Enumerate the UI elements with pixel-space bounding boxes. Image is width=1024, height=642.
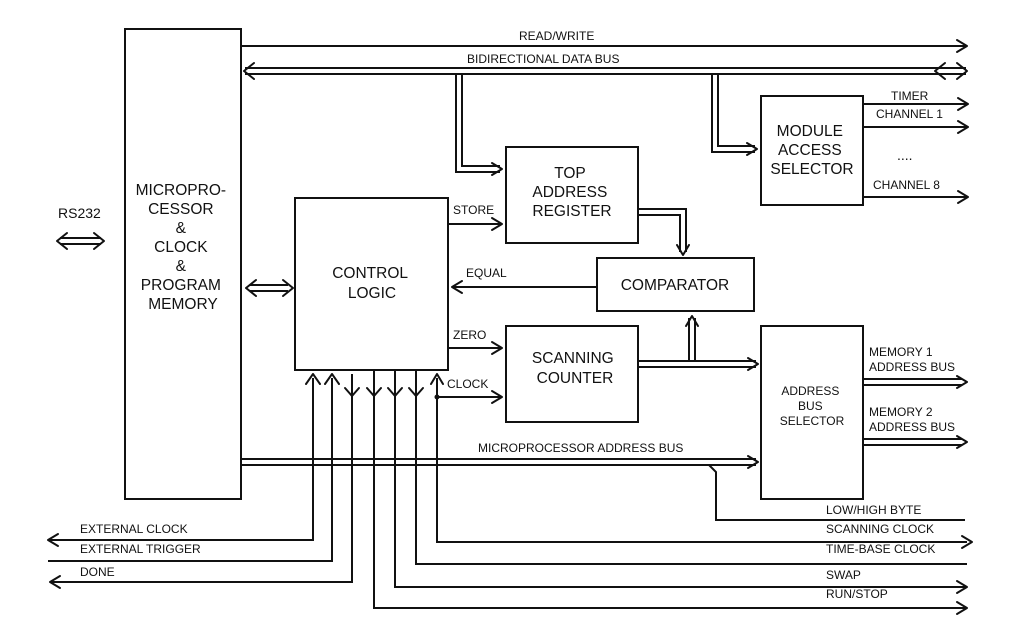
microprocessor-line-4: CLOCK: [154, 239, 208, 256]
zero-line: [448, 341, 503, 355]
memory-2-label-line-1: MEMORY 2: [869, 405, 933, 419]
svg-text:CONTROL LOGIC: CONTROL LOGIC: [332, 265, 412, 302]
tar-line-1: TOP: [554, 165, 585, 182]
external-trigger-label: EXTERNAL TRIGGER: [80, 542, 201, 556]
low-high-byte-line: [708, 464, 965, 521]
module-access-selector-block: MODULE ACCESS SELECTOR: [760, 95, 864, 206]
run-stop-label: RUN/STOP: [826, 587, 888, 601]
rs232-label: RS232: [58, 205, 101, 221]
mas-line-1: MODULE: [777, 123, 843, 140]
channel-ellipsis: ....: [897, 147, 913, 163]
external-clock-line: [47, 373, 321, 547]
memory-1-bus: [863, 375, 968, 389]
comparator-label: COMPARATOR: [621, 277, 730, 294]
scanning-counter-line-1: SCANNING: [532, 350, 614, 367]
external-trigger-line: [48, 373, 340, 562]
microprocessor-line-6: PROGRAM: [141, 277, 221, 294]
comparator-block: COMPARATOR: [596, 257, 755, 312]
read-write-label: READ/WRITE: [519, 29, 594, 43]
timer-label: TIMER: [891, 89, 929, 103]
clock-label: CLOCK: [447, 377, 488, 391]
external-clock-label: EXTERNAL CLOCK: [80, 522, 188, 536]
store-label: STORE: [453, 203, 494, 217]
microprocessor-line-1: MICROPRO-: [136, 182, 226, 199]
channel-8-label: CHANNEL 8: [873, 178, 940, 192]
time-base-clock-label: TIME-BASE CLOCK: [826, 542, 935, 556]
tar-line-3: REGISTER: [532, 203, 611, 220]
microprocessor-line-2: CESSOR: [148, 201, 213, 218]
top-address-register-block: TOP ADDRESS REGISTER: [505, 146, 639, 244]
memory-1-label-line-2: ADDRESS BUS: [869, 360, 955, 374]
control-logic-block: CONTROL LOGIC: [294, 197, 449, 371]
read-write-line: [241, 39, 968, 53]
equal-label: EQUAL: [466, 266, 507, 280]
scanning-counter-line-2: COUNTER: [537, 370, 614, 387]
microprocessor-address-bus-label: MICROPROCESSOR ADDRESS BUS: [478, 441, 683, 455]
channel-1-line: [863, 120, 969, 134]
svg-text:ADDRESS BUS SELECT: ADDRESS BUS SELECTOR: [780, 384, 845, 428]
scanning-clock-label: SCANNING CLOCK: [826, 522, 934, 536]
control-logic-line-1: CONTROL: [332, 265, 408, 282]
abs-line-1: ADDRESS: [781, 384, 839, 398]
swap-line: [387, 370, 968, 594]
svg-text:SCANNING COUNTER: SCANNING COUNTER: [532, 350, 618, 387]
bidirectional-data-bus-label: BIDIRECTIONAL DATA BUS: [467, 52, 619, 66]
zero-label: ZERO: [453, 328, 486, 342]
mas-line-3: SELECTOR: [770, 161, 853, 178]
microprocessor-line-3: &: [176, 220, 187, 237]
swap-label: SWAP: [826, 568, 861, 582]
counter-output-bus: [638, 315, 759, 371]
rs232-arrow: [56, 232, 105, 250]
svg-text:MICROPRO- CESSOR &: MICROPRO- CESSOR & CLOCK & PROGRAM MEMOR…: [136, 182, 231, 313]
channel-1-label: CHANNEL 1: [876, 107, 943, 121]
bidirectional-data-bus: [243, 62, 968, 176]
address-bus-selector-block: ADDRESS BUS SELECTOR: [760, 325, 864, 500]
memory-2-bus: [863, 435, 968, 449]
microprocessor-line-7: MEMORY: [148, 296, 217, 313]
tar-comparator-bus: [638, 208, 690, 256]
equal-line: [451, 280, 597, 294]
memory-1-label-line-1: MEMORY 1: [869, 345, 933, 359]
done-label: DONE: [80, 565, 115, 579]
mas-line-2: ACCESS: [778, 142, 842, 159]
control-logic-line-2: LOGIC: [348, 285, 396, 302]
channel-8-line: [863, 190, 969, 204]
scanning-clock-line: [430, 373, 973, 549]
done-line: [49, 374, 360, 589]
store-line: [448, 217, 503, 231]
mp-control-link: [245, 279, 294, 297]
scanning-counter-block: SCANNING COUNTER: [505, 325, 639, 423]
run-stop-line: [366, 370, 968, 615]
microprocessor-address-bus: [241, 455, 759, 469]
timer-line: [863, 97, 969, 111]
microprocessor-block: MICROPRO- CESSOR & CLOCK & PROGRAM MEMOR…: [124, 28, 242, 500]
abs-line-3: SELECTOR: [780, 414, 845, 428]
low-high-byte-label: LOW/HIGH BYTE: [826, 503, 921, 517]
svg-text:TOP ADDRESS REGIST: TOP ADDRESS REGISTER: [532, 165, 611, 220]
memory-2-label-line-2: ADDRESS BUS: [869, 420, 955, 434]
tar-line-2: ADDRESS: [532, 184, 607, 201]
svg-text:MODULE ACCESS SELE: MODULE ACCESS SELECTOR: [770, 123, 853, 178]
abs-line-2: BUS: [798, 399, 823, 413]
microprocessor-line-5: &: [176, 258, 187, 275]
time-base-clock-line: [408, 370, 967, 565]
